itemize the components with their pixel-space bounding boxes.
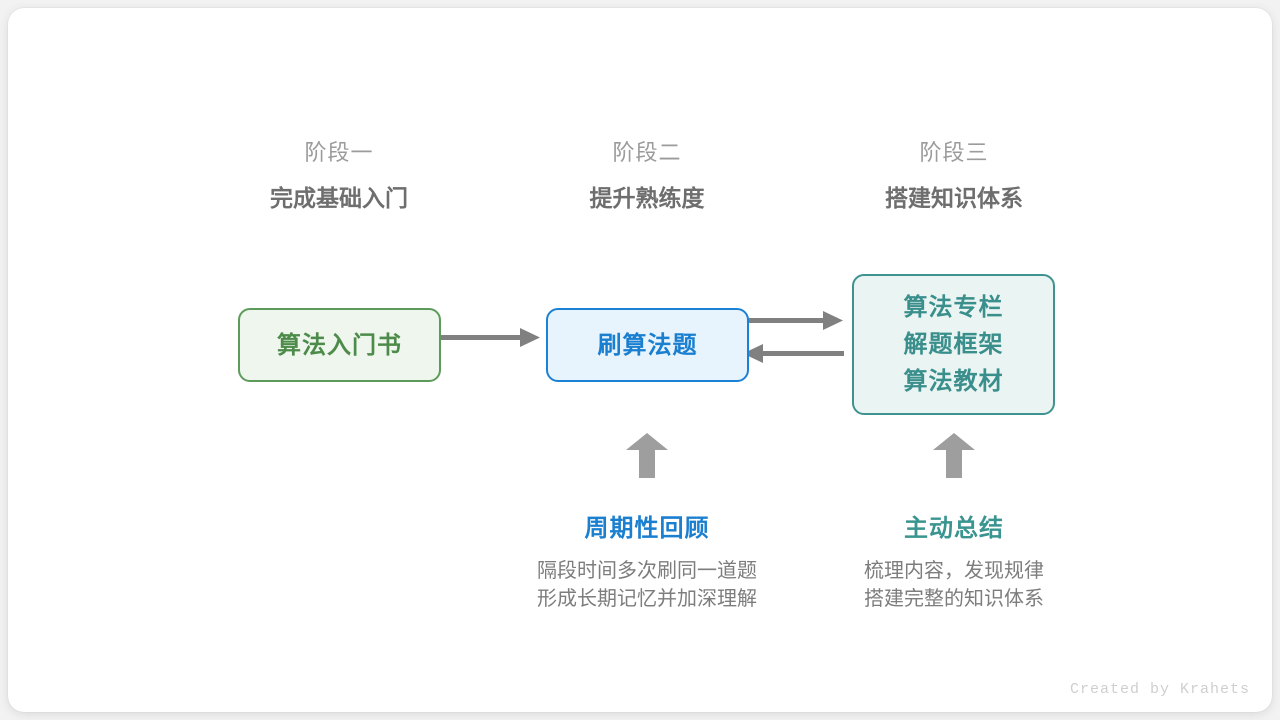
node-line: 解题框架 — [903, 331, 1004, 358]
node-knowledge-resources[interactable]: 算法专栏 解题框架 算法教材 — [852, 274, 1055, 415]
stage-title: 提升熟练度 — [589, 185, 705, 211]
footer-credit: Created by Krahets — [1069, 681, 1250, 698]
node-line: 刷算法题 — [597, 331, 698, 359]
diagram-card: 阶段一 完成基础入门 阶段二 提升熟练度 阶段三 搭建知识体系 — [8, 8, 1272, 712]
caption-active-summary: 主动总结 梳理内容，发现规律 搭建完整的知识体系 — [804, 512, 1104, 613]
node-intro-book[interactable]: 算法入门书 — [238, 308, 441, 382]
node-practice-problems[interactable]: 刷算法题 — [546, 308, 749, 382]
stage-kicker: 阶段一 — [304, 140, 374, 165]
stage-header-3: 阶段三 搭建知识体系 — [824, 138, 1084, 214]
caption-body-line: 形成长期记忆并加深理解 — [537, 588, 757, 610]
caption-periodic-review: 周期性回顾 隔段时间多次刷同一道题 形成长期记忆并加深理解 — [497, 512, 797, 613]
node-line: 算法教材 — [903, 368, 1004, 395]
node-line: 算法专栏 — [903, 294, 1004, 321]
connector-review-up — [626, 433, 668, 478]
stage-title: 完成基础入门 — [270, 185, 408, 211]
connector-practice-to-resources — [742, 311, 843, 330]
caption-body-line: 搭建完整的知识体系 — [864, 588, 1044, 610]
connector-summary-up — [933, 433, 975, 478]
node-line: 算法入门书 — [277, 331, 402, 359]
stage-header-1: 阶段一 完成基础入门 — [209, 138, 469, 214]
connector-book-to-practice — [433, 328, 540, 347]
caption-title: 周期性回顾 — [584, 515, 710, 542]
connector-resources-to-practice — [743, 344, 844, 363]
caption-body-line: 梳理内容，发现规律 — [864, 560, 1044, 582]
stage-kicker: 阶段三 — [919, 140, 989, 165]
stage-header-2: 阶段二 提升熟练度 — [517, 138, 777, 214]
caption-body-line: 隔段时间多次刷同一道题 — [537, 560, 757, 582]
caption-title: 主动总结 — [904, 515, 1004, 542]
stage-kicker: 阶段二 — [612, 140, 682, 165]
stage-title: 搭建知识体系 — [885, 185, 1023, 211]
